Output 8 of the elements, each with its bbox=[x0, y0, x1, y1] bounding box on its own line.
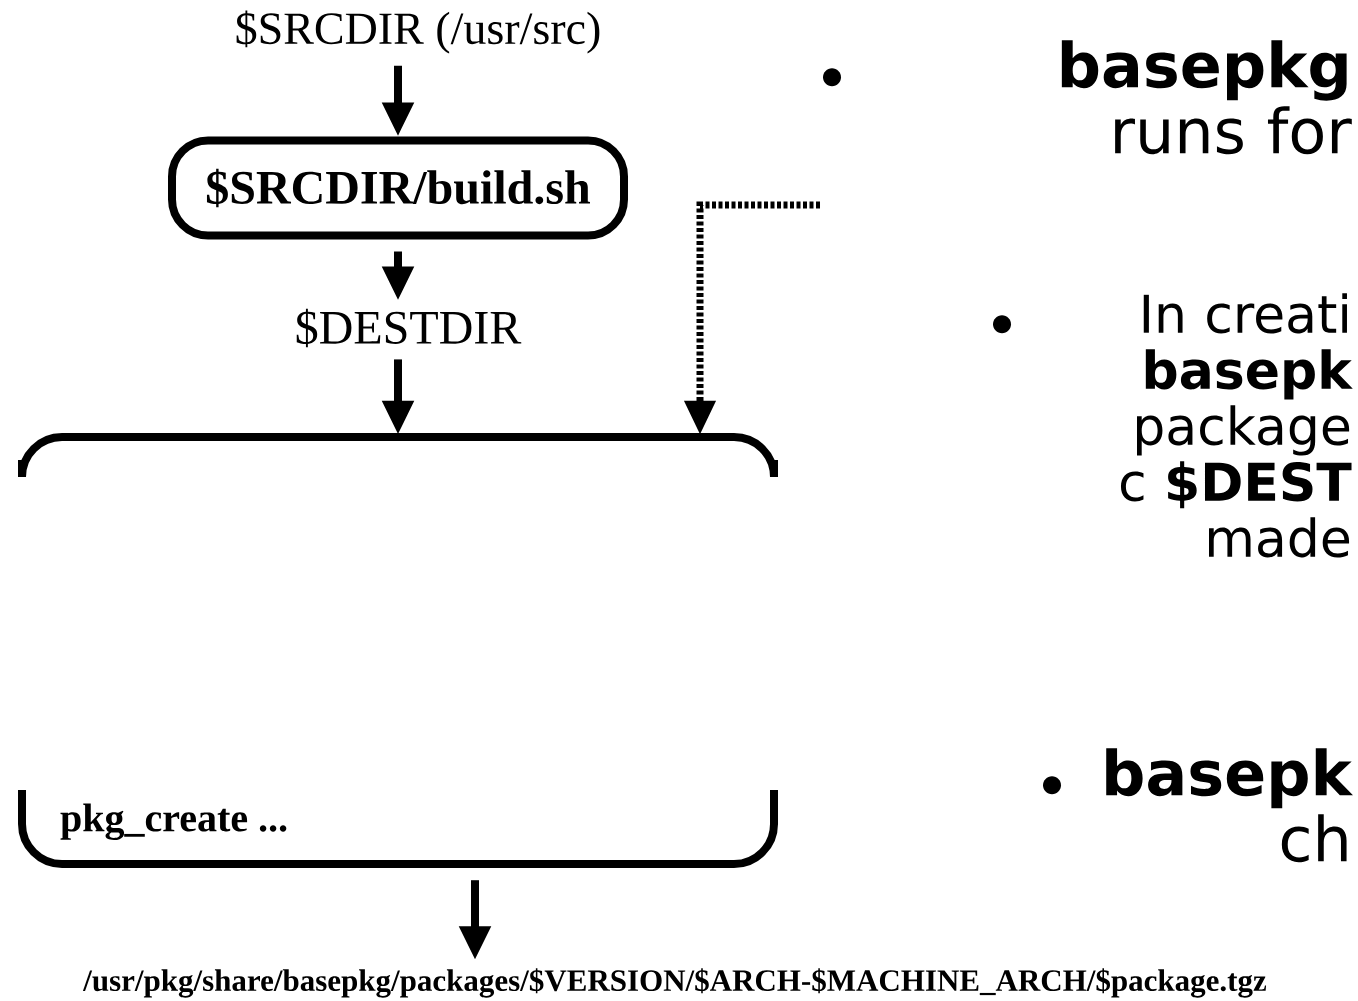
path-label: $SRCDIR (/usr/src) bbox=[236, 10, 600, 54]
bullet-text: In creati basepk package c $DEST made bbox=[1120, 293, 1353, 558]
process-box: $SRCDIR/build.sh bbox=[168, 136, 628, 240]
path-label: /usr/pkg/share/basepkg/packages/$VERSION/$ARCH-$MACHINE_ARCH/$package.tgz bbox=[82, 968, 1267, 998]
bullet-text: basepk ch bbox=[1106, 748, 1353, 863]
path-label: $DESTDIR bbox=[296, 308, 522, 348]
open-frame: pkg_create ... bbox=[18, 433, 778, 868]
bullet-text: basepkg runs for bbox=[1061, 40, 1352, 155]
